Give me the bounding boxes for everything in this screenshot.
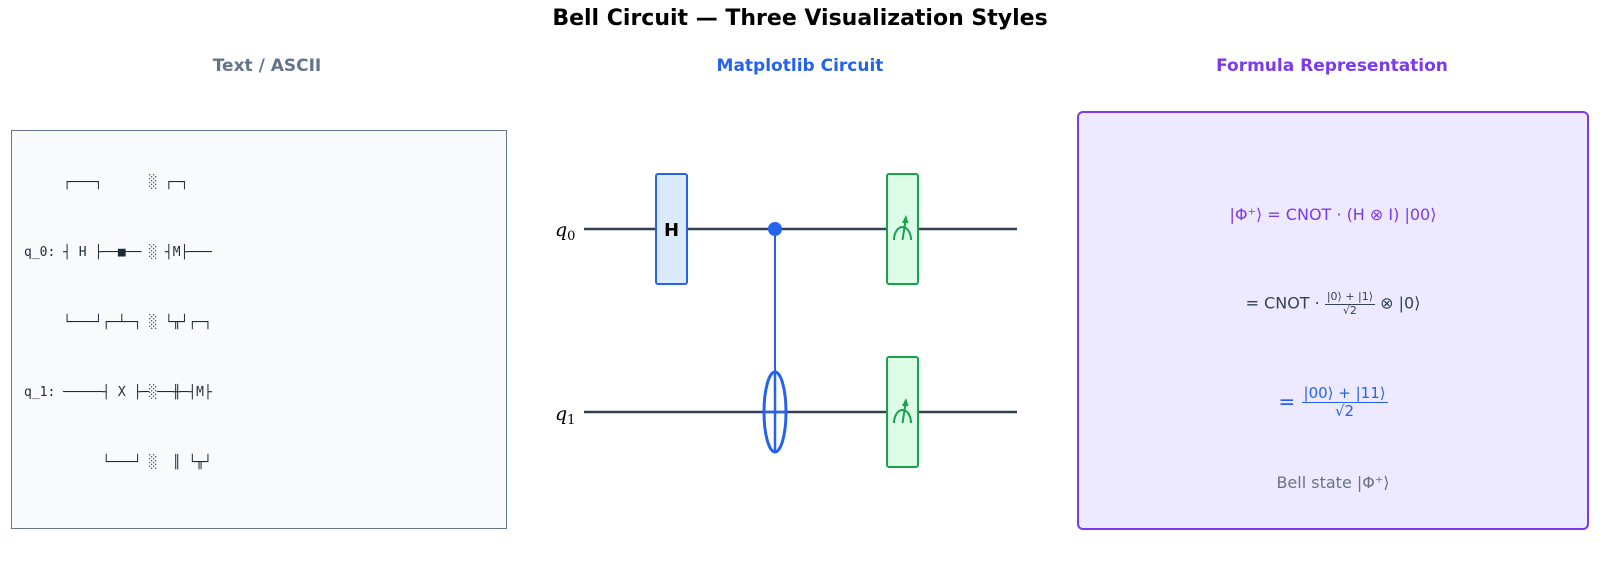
formula-line-2: = CNOT · |0⟩ + |1⟩ √2 ⊗ |0⟩ <box>1079 290 1587 317</box>
ascii-line-4: q_1: ─────┤ X ├─░──╫─┤M├ <box>24 385 212 400</box>
formula-line-4: Bell state |Φ⁺⟩ <box>1276 473 1390 492</box>
formula-line-2-suffix: ⊗ |0⟩ <box>1380 293 1421 313</box>
qubit-label-q0: q0 <box>555 219 575 244</box>
formula-line-3-fraction: |00⟩ + |11⟩ √2 <box>1301 384 1388 421</box>
formula-panel-title: Formula Representation <box>1216 56 1448 76</box>
formula-line-3-denominator: √2 <box>1335 402 1355 421</box>
formula-line-1: |Φ⁺⟩ = CNOT · (H ⊗ I) |00⟩ <box>1229 205 1437 224</box>
cnot-gate <box>762 222 788 454</box>
formula-line-2-numerator: |0⟩ + |1⟩ <box>1324 290 1376 305</box>
meter-icon <box>893 409 912 424</box>
formula-line-3-numerator: |00⟩ + |11⟩ <box>1301 384 1388 404</box>
formula-line-2-fraction: |0⟩ + |1⟩ √2 <box>1324 290 1376 317</box>
measure-gate-q0 <box>886 173 919 285</box>
ascii-panel: ┌───┐ ░ ┌─┐ q_0: ┤ H ├──■── ░ ┤M├─── └──… <box>11 130 507 529</box>
hadamard-gate: H <box>655 173 688 285</box>
circuit-diagram: q0 q1 H <box>555 173 1017 468</box>
ascii-line-5: └───┘ ░ ║ └╥┘ <box>24 455 212 470</box>
ascii-panel-title: Text / ASCII <box>212 56 322 76</box>
qubit-label-q1: q1 <box>555 403 575 428</box>
measure-gate-q1 <box>886 356 919 468</box>
page-title: Bell Circuit — Three Visualization Style… <box>552 6 1048 31</box>
formula-line-3: = |00⟩ + |11⟩ √2 <box>1079 384 1587 421</box>
formula-line-2-denominator: √2 <box>1342 303 1357 317</box>
ascii-line-2: q_0: ┤ H ├──■── ░ ┤M├─── <box>24 245 212 260</box>
meter-icon <box>893 226 912 241</box>
circuit-panel-title: Matplotlib Circuit <box>716 56 884 76</box>
hadamard-label: H <box>664 220 679 241</box>
formula-line-2-prefix: = CNOT · <box>1245 293 1320 313</box>
ascii-line-1: ┌───┐ ░ ┌─┐ <box>24 175 212 190</box>
formula-line-3-prefix: = <box>1278 389 1296 414</box>
formula-panel: |Φ⁺⟩ = CNOT · (H ⊗ I) |00⟩ = CNOT · |0⟩ … <box>1077 111 1589 530</box>
cnot-control-dot <box>768 222 782 236</box>
ascii-line-3: └───┘┌─┴─┐ ░ └╥┘┌─┐ <box>24 315 212 330</box>
